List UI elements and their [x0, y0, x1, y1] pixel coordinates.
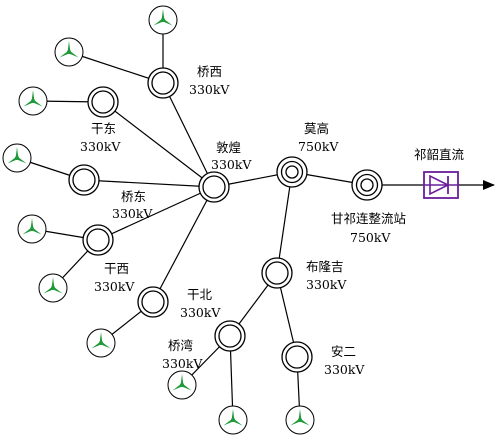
wind-turbine-icon [285, 405, 315, 435]
label-ganqi-voltage: 750kV [350, 230, 391, 245]
label-aner-name: 安二 [331, 344, 356, 359]
label-aner-voltage: 330kV [324, 362, 365, 377]
transmission-lines [16, 20, 495, 421]
label-hvdc-name: 祁韶直流 [414, 147, 465, 162]
node-aner [281, 341, 313, 373]
label-qiaodong-voltage: 330kV [112, 206, 153, 221]
line-dunhuang-ganxi [97, 186, 215, 241]
node-gandong [87, 86, 119, 118]
label-qiaowan-voltage: 330kV [162, 356, 203, 371]
line-dunhuang-qiaodong [83, 179, 215, 188]
line-wtg-qiaoxi-1 [68, 51, 164, 84]
node-ganqi [351, 169, 383, 201]
label-dunhuang-name: 敦煌 [216, 140, 241, 155]
node-qiaoxi [147, 67, 179, 99]
line-dunhuang-ganbei [152, 186, 215, 303]
wind-turbine-icon [86, 328, 116, 358]
label-qiaoxi-voltage: 330kV [189, 82, 230, 97]
wind-turbine-icon [18, 86, 48, 116]
label-bulongji-voltage: 330kV [306, 277, 347, 292]
wind-turbine-icon [17, 214, 47, 244]
label-ganqi-name: 甘祁连整流站 [331, 211, 406, 226]
node-bulongji [261, 257, 293, 289]
label-ganxi-name: 干西 [104, 261, 129, 276]
label-bulongji-name: 布隆吉 [306, 259, 344, 274]
label-qiaoxi-name: 桥西 [197, 64, 222, 79]
wind-turbine-icon [148, 5, 178, 35]
wind-turbine-icon [38, 273, 68, 303]
label-gandong-name: 干东 [91, 121, 116, 136]
label-qiaowan-name: 桥湾 [168, 338, 193, 353]
wind-turbine-icon [218, 405, 248, 435]
wind-turbine-icon [2, 143, 32, 173]
node-dunhuang [198, 171, 230, 203]
wind-turbine-icon [54, 37, 84, 67]
wind-turbine-icon [167, 370, 197, 400]
node-qiaodong [68, 164, 100, 196]
label-ganbei-voltage: 330kV [180, 305, 221, 320]
label-qiaodong-name: 桥东 [121, 189, 146, 204]
label-mogao-name: 莫高 [304, 121, 329, 136]
label-ganbei-name: 干北 [187, 287, 213, 302]
label-gandong-voltage: 330kV [80, 139, 121, 154]
node-ganxi [82, 224, 114, 256]
node-ganbei [137, 286, 169, 318]
node-qiaowan [214, 320, 246, 352]
line-dunhuang-qiaoxi [162, 82, 215, 188]
converter-valve-icon [423, 171, 459, 199]
label-dunhuang-voltage: 330kV [211, 157, 252, 172]
line-dunhuang-gandong [102, 101, 215, 188]
label-mogao-voltage: 750kV [298, 139, 339, 154]
node-mogao [276, 156, 308, 188]
label-ganxi-voltage: 330kV [94, 279, 135, 294]
substations [68, 67, 383, 373]
line-mogao-bulongji [276, 171, 293, 274]
labels: 桥西 330kV 干东 330kV 敦煌 330kV 莫高 750kV 桥东 3… [80, 64, 465, 377]
